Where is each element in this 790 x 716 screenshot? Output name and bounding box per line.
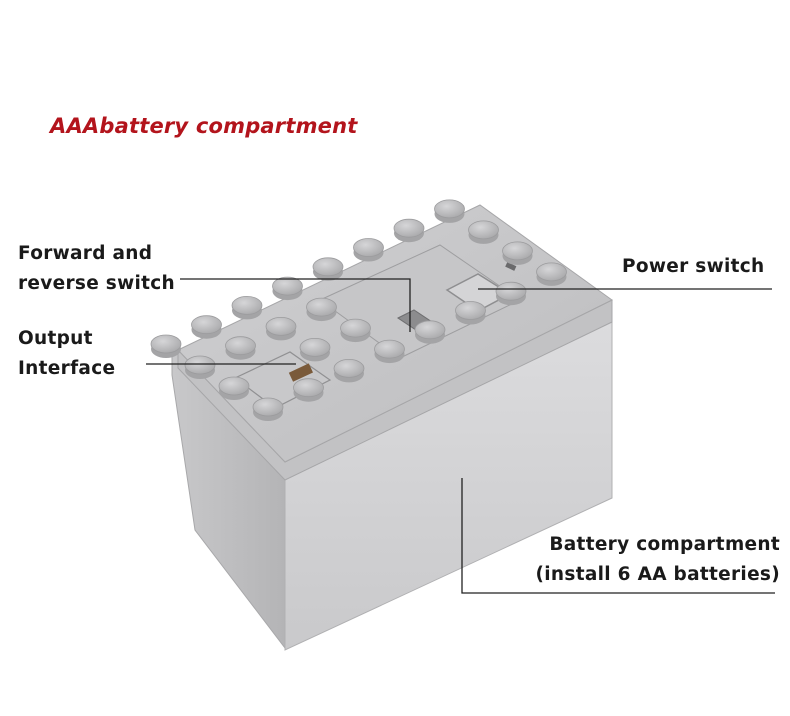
stud bbox=[265, 316, 297, 341]
label-forward-line2: reverse switch bbox=[18, 273, 176, 294]
label-power-line1: Power switch bbox=[622, 256, 765, 277]
stud bbox=[374, 339, 405, 364]
diagram-title: AAAbattery compartment bbox=[50, 114, 358, 138]
stud bbox=[495, 281, 527, 306]
stud bbox=[299, 337, 331, 362]
leader-lines bbox=[146, 278, 775, 594]
stud bbox=[414, 320, 446, 344]
stud bbox=[455, 301, 486, 325]
label-forward-reverse-switch: Forward and reverse switch bbox=[18, 239, 175, 299]
output-pins bbox=[288, 363, 313, 382]
stud bbox=[272, 276, 303, 301]
stud bbox=[434, 199, 465, 223]
leader-battery bbox=[461, 478, 775, 594]
label-forward-line1: Forward and bbox=[18, 243, 153, 264]
label-battery-line2: (install 6 AA batteries) bbox=[535, 564, 780, 585]
stud bbox=[502, 241, 533, 265]
stud bbox=[231, 295, 263, 320]
label-output-line1: Output bbox=[18, 328, 93, 349]
stud bbox=[252, 397, 284, 421]
studs bbox=[150, 199, 567, 421]
stud bbox=[293, 378, 324, 402]
label-battery-line1: Battery compartment bbox=[549, 534, 780, 555]
stud bbox=[393, 218, 425, 243]
leader-forward-reverse bbox=[180, 278, 411, 332]
stud bbox=[150, 334, 182, 358]
stud bbox=[184, 355, 216, 379]
stud bbox=[306, 297, 337, 322]
label-output-interface: Output Interface bbox=[18, 324, 115, 384]
label-power-switch: Power switch bbox=[622, 252, 765, 282]
stud bbox=[468, 220, 499, 244]
label-battery-compartment: Battery compartment (install 6 AA batter… bbox=[530, 530, 780, 590]
stud bbox=[312, 257, 344, 281]
label-output-line2: Interface bbox=[18, 358, 116, 379]
stud bbox=[218, 376, 250, 400]
stud bbox=[340, 318, 371, 343]
power-indicator bbox=[505, 262, 517, 271]
stud bbox=[333, 358, 365, 383]
stud bbox=[225, 336, 256, 360]
stud bbox=[536, 262, 567, 286]
stud bbox=[353, 238, 384, 262]
stud bbox=[191, 315, 222, 339]
